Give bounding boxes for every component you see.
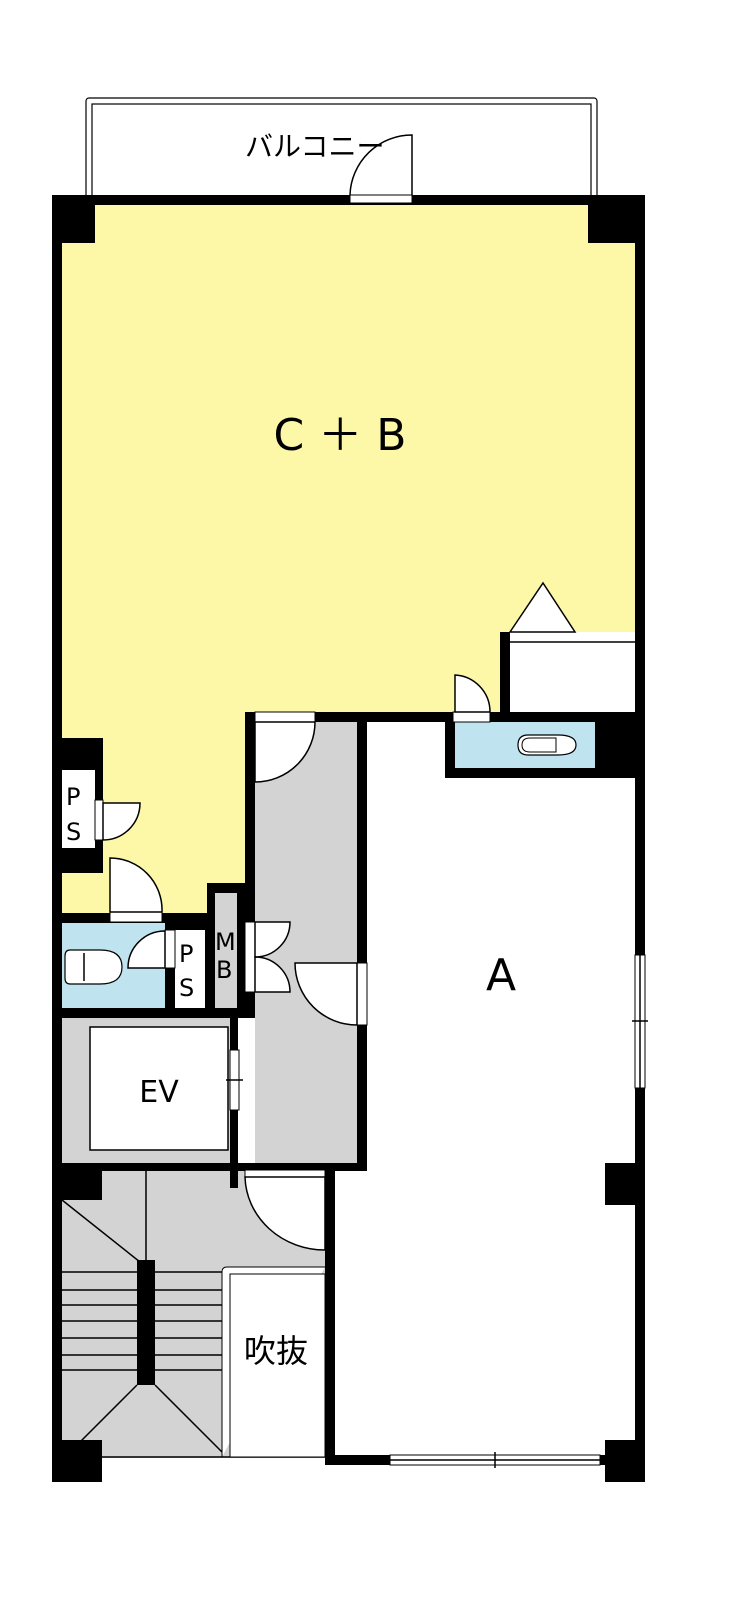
ps-middle-label-p: P — [179, 940, 193, 968]
toilet-left-entry-door[interactable] — [109, 857, 163, 923]
balcony: バルコニー — [85, 97, 598, 199]
balcony-label: バルコニー — [245, 130, 384, 163]
ps-left-label-s: S — [66, 818, 81, 846]
void-area: 吹抜 — [221, 1266, 326, 1458]
window-bottom — [389, 1452, 601, 1468]
mb[interactable] — [215, 893, 237, 1008]
window-right — [632, 954, 648, 1089]
storage — [510, 632, 635, 715]
ps-left[interactable] — [62, 770, 95, 848]
balcony-door[interactable] — [349, 134, 413, 204]
toilet-right-door[interactable] — [452, 674, 491, 723]
ps-left-door[interactable] — [94, 799, 141, 841]
room-a-label: A — [486, 950, 516, 1001]
staircase[interactable] — [61, 1171, 325, 1458]
toilet-icon — [64, 949, 123, 985]
room-cb-label: C ＋ B — [274, 410, 407, 461]
corridor-top-door[interactable] — [254, 711, 316, 783]
void-label: 吹抜 — [244, 1332, 308, 1370]
room-a-door[interactable] — [294, 962, 368, 1026]
ps-middle[interactable] — [175, 930, 205, 1008]
room-cb[interactable] — [62, 205, 635, 913]
mb-label-m: M — [215, 928, 236, 956]
elevator-label: EV — [139, 1075, 179, 1110]
ps-middle-label-s: S — [179, 974, 194, 1002]
room-a[interactable] — [335, 722, 635, 1455]
toilet-left-door[interactable] — [127, 929, 176, 969]
mb-door[interactable] — [244, 921, 291, 993]
elevator-door[interactable] — [226, 1049, 243, 1111]
toilet-icon — [517, 734, 577, 756]
ps-left-label-p: P — [66, 783, 80, 811]
stair-door[interactable] — [244, 1169, 326, 1251]
mb-label-b: B — [216, 956, 232, 984]
elevator[interactable] — [89, 1026, 229, 1151]
triangle-marker — [508, 581, 577, 633]
